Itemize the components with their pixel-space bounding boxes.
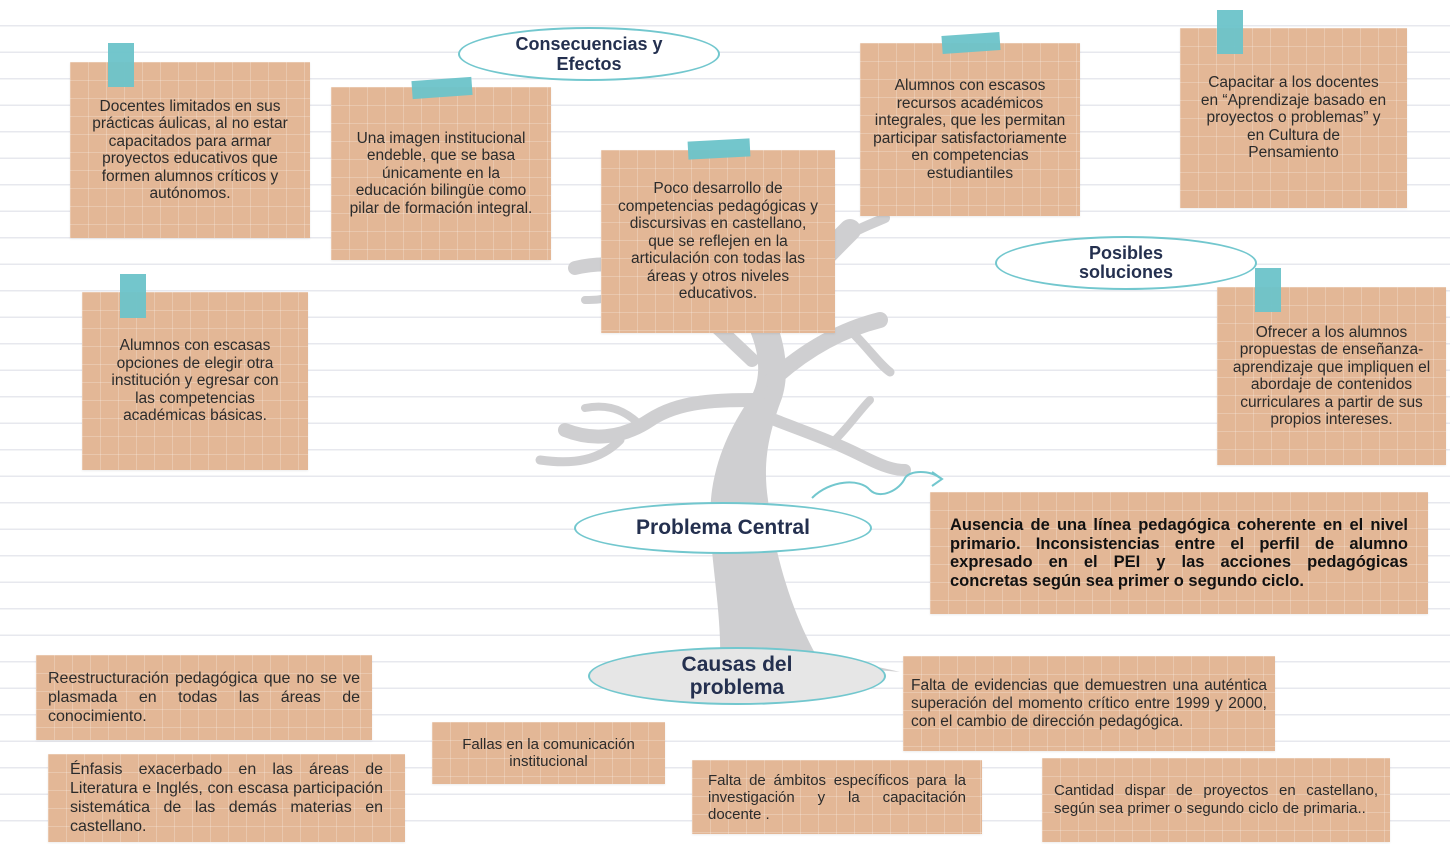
- tree-branch: [825, 213, 890, 255]
- solucion-note: Ofrecer a los alumnos propuestas de ense…: [1217, 287, 1446, 465]
- causa-note: Falta de evidencias que demuestren una a…: [903, 656, 1275, 751]
- causa-text: Énfasis exacerbado en las áreas de Liter…: [70, 761, 383, 835]
- heading-line: Causas del: [681, 653, 793, 676]
- tree-branch: [535, 435, 625, 467]
- efecto-text: Alumnos con escasas opciones de elegir o…: [111, 337, 279, 425]
- efecto-text: Poco desarrollo de competencias pedagógi…: [618, 180, 818, 303]
- causa-text: Reestructuración pedagógica que no se ve…: [48, 670, 360, 725]
- solucion-text: Ofrecer a los alumnos propuestas de ense…: [1232, 323, 1431, 429]
- causa-text: Cantidad dispar de proyectos en castella…: [1054, 782, 1378, 817]
- efecto-note: Docentes limitados en sus prácticas áuli…: [70, 62, 310, 238]
- tree-branch: [764, 312, 888, 388]
- causa-note: Falta de ámbitos específicos para la inv…: [692, 760, 982, 834]
- curved-arrow: [811, 471, 941, 499]
- causa-text: Falta de ámbitos específicos para la inv…: [708, 771, 966, 823]
- tape: [108, 43, 134, 87]
- solucion-text: Capacitar a los docentes en “Aprendizaje…: [1200, 74, 1387, 162]
- efecto-note: Poco desarrollo de competencias pedagógi…: [601, 150, 835, 333]
- tape: [687, 138, 751, 160]
- causa-text: Fallas en la comunicación institucional: [462, 736, 635, 770]
- efecto-text: Docentes limitados en sus prácticas áuli…: [92, 97, 288, 203]
- heading-line: Consecuencias y: [515, 34, 663, 54]
- tree-branch: [831, 396, 874, 444]
- efecto-note: Una imagen institucional endeble, que se…: [331, 87, 551, 260]
- arrow-head-icon: [931, 471, 944, 487]
- tape: [1255, 268, 1281, 312]
- causa-note: Énfasis exacerbado en las áreas de Liter…: [48, 754, 405, 842]
- tree-branch: [769, 414, 911, 476]
- efecto-text: Una imagen institucional endeble, que se…: [349, 129, 533, 217]
- heading-line: soluciones: [1078, 262, 1174, 282]
- heading-line: Efectos: [556, 54, 622, 74]
- tape: [1217, 10, 1243, 54]
- causa-note: Reestructuración pedagógica que no se ve…: [36, 655, 372, 740]
- tape: [120, 274, 146, 318]
- heading-line: Posibles: [1088, 243, 1164, 263]
- efecto-note: Alumnos con escasas opciones de elegir o…: [82, 292, 308, 470]
- causa-note: Fallas en la comunicación institucional: [432, 722, 665, 784]
- problema-central-text: Ausencia de una línea pedagógica coheren…: [950, 516, 1408, 590]
- tree-branch: [581, 402, 644, 429]
- efecto-note: Alumnos con escasos recursos académicos …: [860, 43, 1080, 216]
- solucion-note: Capacitar a los docentes en “Aprendizaje…: [1180, 28, 1407, 208]
- heading-line: Problema Central: [636, 516, 810, 539]
- causa-note: Cantidad dispar de proyectos en castella…: [1042, 758, 1390, 842]
- tree-branch: [558, 393, 765, 444]
- causa-text: Falta de evidencias que demuestren una a…: [911, 676, 1267, 730]
- efecto-text: Alumnos con escasos recursos académicos …: [873, 77, 1067, 182]
- heading-problema-central: Problema Central: [574, 502, 872, 554]
- tree-trunk: [710, 318, 820, 662]
- tree-branch: [845, 325, 895, 377]
- heading-line: problema: [689, 676, 785, 699]
- problema-central-note: Ausencia de una línea pedagógica coheren…: [930, 492, 1428, 614]
